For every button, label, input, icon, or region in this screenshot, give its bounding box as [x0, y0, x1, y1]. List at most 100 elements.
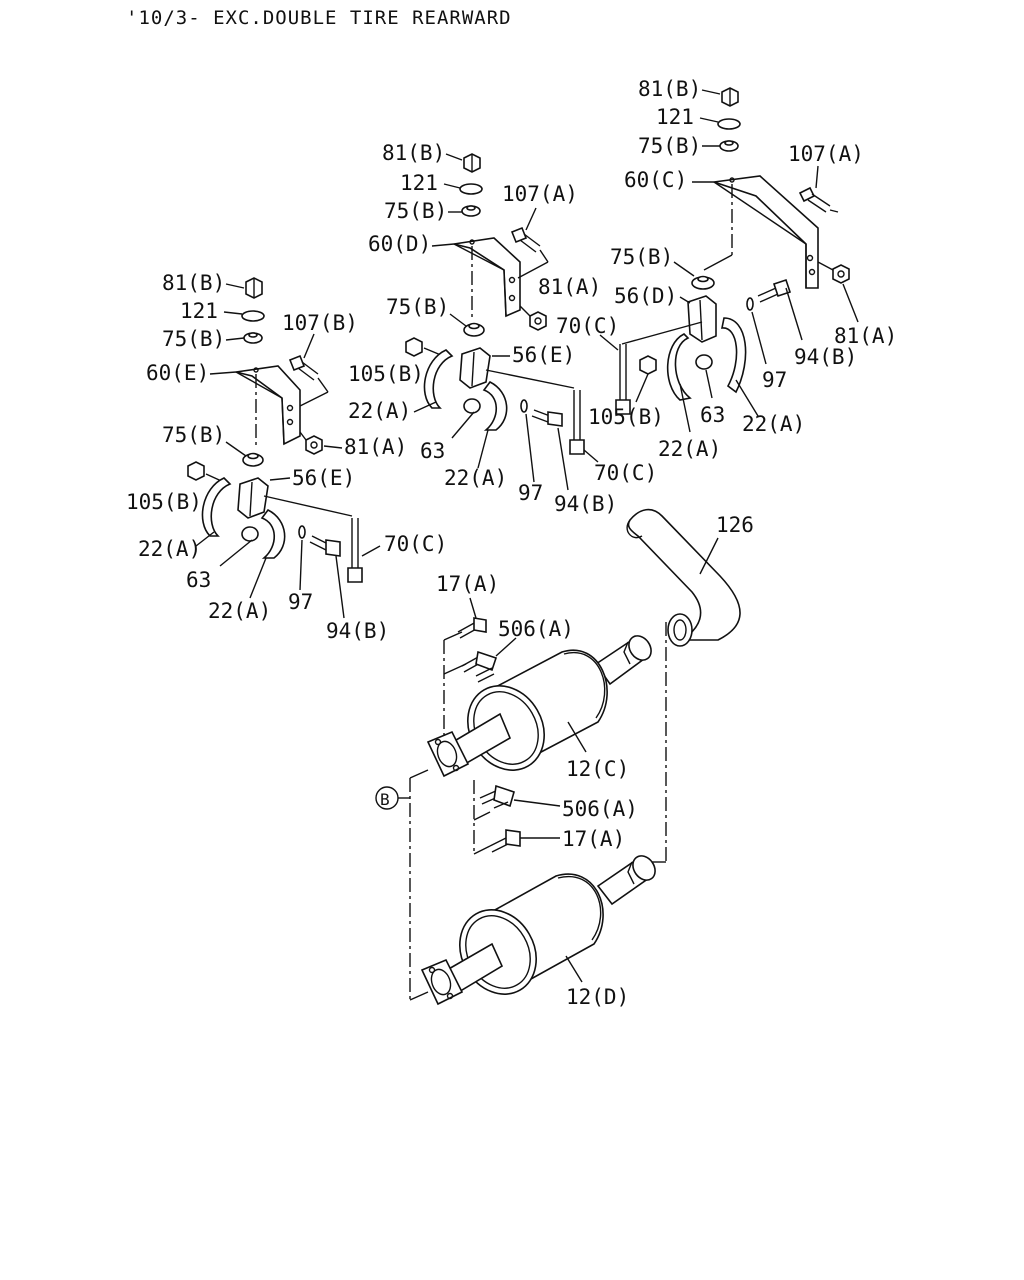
label-56d: 56(D) [614, 284, 677, 308]
tail-pipe-126-icon [626, 508, 741, 647]
label-81b: 81(B) [162, 271, 225, 295]
label-17a: 17(A) [436, 572, 499, 596]
label-60c: 60(C) [624, 168, 687, 192]
bolt-17a-lower-icon [489, 829, 521, 853]
bolt-94b-icon [531, 409, 563, 427]
muffler-12d-icon [420, 855, 656, 1006]
label-105b: 105(B) [588, 405, 664, 429]
bracket-60c-icon [713, 175, 819, 289]
bolt-70c-icon [569, 390, 585, 455]
label-97: 97 [762, 368, 787, 392]
washer-97-icon [298, 525, 306, 539]
label-121: 121 [180, 299, 218, 323]
label-126: 126 [716, 513, 754, 537]
label-506a: 506(A) [498, 617, 574, 641]
washer-121-icon [459, 183, 483, 195]
stud-506a-upper-icon [461, 650, 498, 683]
washer-121-icon [717, 118, 741, 130]
label-70c: 70(C) [384, 532, 447, 556]
label-22a: 22(A) [742, 412, 805, 436]
bracket-56e-icon [237, 477, 269, 519]
label-b: B [380, 790, 390, 809]
spacer-63-icon [695, 354, 713, 370]
cushion-75b-icon [243, 332, 263, 344]
label-94b: 94(B) [554, 492, 617, 516]
label-60e: 60(E) [146, 361, 209, 385]
label-121: 121 [400, 171, 438, 195]
label-94b: 94(B) [794, 345, 857, 369]
nut-105b-icon [405, 337, 423, 357]
clamp-22a-right-icon [720, 317, 747, 394]
clamp-22a-left-icon [423, 349, 454, 409]
label-70c: 70(C) [556, 314, 619, 338]
bracket-60d-icon [453, 237, 521, 318]
clamp-22a-left-icon [666, 333, 692, 401]
nut-105b-icon [639, 355, 657, 375]
left-hanger-assembly [187, 277, 363, 619]
clamp-22a-left-icon [201, 477, 232, 537]
cushion-75b-icon [461, 205, 481, 217]
cushion-75b-icon [719, 140, 739, 152]
washer-97-icon [746, 297, 754, 311]
bolt-107b-icon [288, 354, 319, 381]
label-12d: 12(D) [566, 985, 629, 1009]
cushion-75b-lower-icon [691, 275, 715, 290]
label-97: 97 [518, 481, 543, 505]
washer-121-icon [241, 310, 265, 322]
label-22a: 22(A) [444, 466, 507, 490]
bracket-56e-icon [459, 347, 491, 389]
label-70c: 70(C) [594, 461, 657, 485]
nut-81b-icon [463, 153, 481, 173]
label-60d: 60(D) [368, 232, 431, 256]
right-hanger-assembly [615, 87, 859, 433]
diagram-title: '10/3- EXC.DOUBLE TIRE REARWARD [126, 7, 512, 29]
nut-81a-icon [832, 264, 850, 284]
reference-b-marker [375, 786, 399, 810]
label-75b: 75(B) [162, 327, 225, 351]
nut-105b-icon [187, 461, 205, 481]
label-81b: 81(B) [638, 77, 701, 101]
bolt-107a-icon [798, 186, 831, 213]
label-22a: 22(A) [348, 399, 411, 423]
label-506a: 506(A) [562, 797, 638, 821]
nut-81b-icon [245, 277, 263, 299]
clamp-22a-right-icon [482, 380, 508, 431]
label-56e: 56(E) [512, 343, 575, 367]
label-121: 121 [656, 105, 694, 129]
label-107b: 107(B) [282, 311, 358, 335]
label-75b-lower: 75(B) [610, 245, 673, 269]
label-75b: 75(B) [638, 134, 701, 158]
label-97: 97 [288, 590, 313, 614]
bracket-60e-icon [235, 365, 301, 446]
bolt-70c-icon [347, 518, 363, 583]
clamp-22a-right-icon [260, 508, 286, 559]
spacer-63-icon [241, 526, 259, 542]
label-94b: 94(B) [326, 619, 389, 643]
label-22a: 22(A) [208, 599, 271, 623]
nut-81a-icon [305, 435, 323, 455]
label-105b: 105(B) [126, 490, 202, 514]
cushion-75b-lower-icon [242, 452, 264, 467]
label-56e: 56(E) [292, 466, 355, 490]
spacer-63-icon [463, 398, 481, 414]
label-22a: 22(A) [658, 437, 721, 461]
label-75b: 75(B) [384, 199, 447, 223]
label-107a: 107(A) [502, 182, 578, 206]
bolt-94b-icon [757, 278, 792, 303]
label-81a: 81(A) [538, 275, 601, 299]
washer-97-icon [520, 399, 528, 413]
stud-506a-lower-icon [479, 784, 515, 809]
label-81b: 81(B) [382, 141, 445, 165]
nut-81a-icon [529, 311, 547, 331]
label-63: 63 [420, 439, 445, 463]
label-22a: 22(A) [138, 537, 201, 561]
nut-81b-icon [721, 87, 739, 107]
label-63: 63 [700, 403, 725, 427]
label-75b-lower: 75(B) [162, 423, 225, 447]
label-63: 63 [186, 568, 211, 592]
bolt-17a-upper-icon [457, 617, 487, 639]
bolt-94b-icon [309, 535, 341, 557]
bolt-107a-icon [510, 226, 541, 253]
muffler-12c-icon [426, 635, 652, 778]
